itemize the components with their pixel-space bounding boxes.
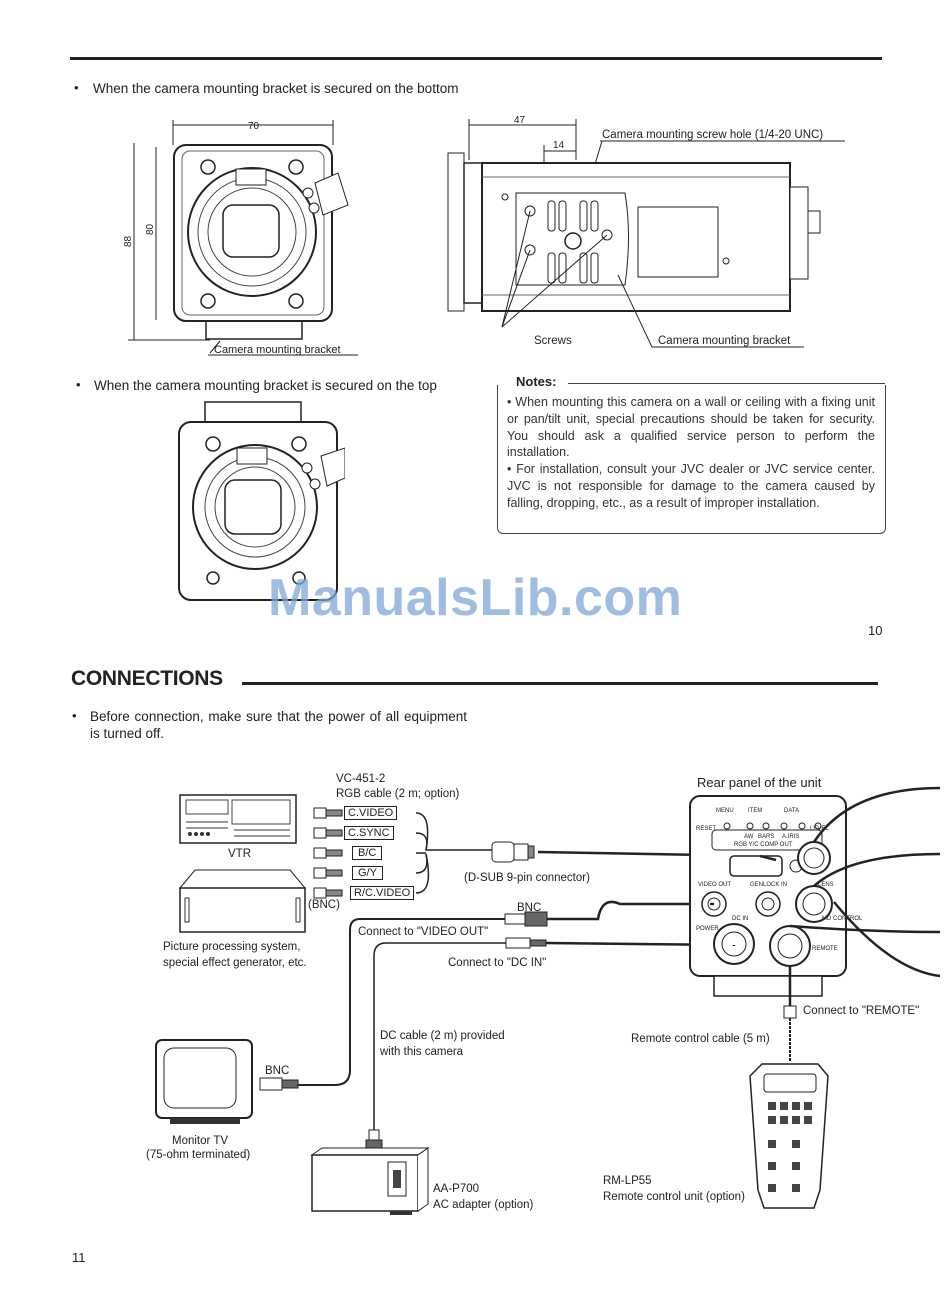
note-item: • When mounting this camera on a wall or…: [507, 395, 875, 460]
top-rule: [70, 57, 882, 60]
bnc-connector: [504, 911, 548, 927]
connections-title-rule: [242, 682, 878, 685]
bnc-label-monitor: BNC: [265, 1065, 290, 1077]
panel-label-level: LEVEL: [810, 826, 829, 832]
panel-label-item: ITEM: [748, 808, 762, 814]
panel-label-md: MD CONTROL: [822, 916, 863, 922]
panel-label-menu: MENU: [716, 808, 734, 814]
plug-label-rcvideo: R/C.VIDEO: [350, 886, 415, 900]
connections-title: CONNECTIONS: [71, 667, 223, 690]
bullet-dot: •: [74, 80, 79, 95]
panel-label-lens: LENS: [818, 882, 834, 888]
vtr-icon: [179, 794, 297, 844]
panel-label-aw: AW: [744, 834, 754, 840]
cable-desc: RGB cable (2 m; option): [336, 788, 460, 800]
picture-system-line1: Picture processing system,: [163, 941, 301, 953]
panel-label-airis: A.IRIS: [782, 834, 799, 840]
monitor-tv-icon: [155, 1039, 253, 1124]
monitor-label-line1: Monitor TV: [172, 1135, 229, 1147]
front-view-top-bracket: [178, 401, 345, 601]
rgb-cable-plugs: [313, 807, 343, 899]
panel-label-bars: BARS: [758, 834, 774, 840]
dim-88: 88: [123, 235, 134, 247]
plug-label-csync: C.SYNC: [344, 826, 394, 840]
dim-80: 80: [145, 223, 156, 235]
panel-label-video-out: VIDEO OUT: [698, 882, 731, 888]
note-item: • For installation, consult your JVC dea…: [507, 462, 875, 510]
cable-name: VC-451-2: [336, 773, 386, 785]
dc-cable-line2: with this camera: [380, 1046, 464, 1058]
dim-70: 70: [248, 121, 260, 132]
remote-cable-label: Remote control cable (5 m): [631, 1033, 770, 1045]
ac-adapter-icon: [310, 1147, 430, 1215]
dim-14: 14: [553, 140, 565, 151]
dc-cable-line1: DC cable (2 m) provided: [380, 1030, 505, 1042]
connect-video-out: Connect to "VIDEO OUT": [358, 926, 489, 938]
notes-box: Notes: • When mounting this camera on a …: [497, 374, 886, 534]
side-bracket-label: Camera mounting bracket: [658, 335, 791, 347]
rear-panel-title: Rear panel of the unit: [697, 775, 822, 790]
panel-label-rgb: RGB Y/C COMP OUT: [734, 842, 793, 848]
bullet-dot: •: [76, 377, 81, 392]
dsub-label: (D-SUB 9-pin connector): [464, 872, 590, 884]
bullet-bottom-mount: • When the camera mounting bracket is se…: [74, 80, 469, 97]
page-number-top: 10: [868, 623, 883, 638]
watermark: ManualsLib.com: [268, 569, 683, 627]
panel-label-data: DATA: [784, 808, 799, 814]
remote-unit-desc: Remote control unit (option): [603, 1191, 745, 1203]
side-view: 47 14 Camera mounting screw hole (1/4-20…: [447, 115, 845, 348]
vtr-label: VTR: [228, 848, 251, 860]
monitor-label-line2: (75-ohm terminated): [146, 1149, 251, 1161]
plug-label-bc: B/C: [352, 846, 383, 860]
bullet-dot: •: [72, 708, 77, 723]
notes-title: Notes:: [512, 374, 561, 389]
note-text: When mounting this camera on a wall or c…: [507, 395, 875, 460]
picture-processing-icon: [178, 869, 307, 933]
panel-label-remote: REMOTE: [812, 946, 838, 952]
screws-label: Screws: [534, 335, 572, 347]
remote-unit-icon: [749, 1063, 829, 1209]
bullet-top-text: When the camera mounting bracket is secu…: [94, 378, 437, 393]
picture-system-line2: special effect generator, etc.: [163, 957, 307, 969]
front-bracket-label: Camera mounting bracket: [214, 344, 341, 356]
rear-panel-icon: MENU ITEM DATA RESET AW BARS A.IRIS LEVE…: [689, 795, 863, 997]
panel-label-reset: RESET: [696, 826, 716, 832]
adapter-model: AA-P700: [433, 1183, 480, 1195]
panel-label-power: POWER: [696, 926, 719, 932]
page-number-bottom: 11: [72, 1250, 86, 1265]
dc-plug: [505, 937, 547, 949]
bullet-top-mount: • When the camera mounting bracket is se…: [76, 377, 476, 394]
connection-diagram: MENU ITEM DATA RESET AW BARS A.IRIS LEVE…: [155, 786, 941, 1215]
screw-hole-label: Camera mounting screw hole (1/4-20 UNC): [602, 129, 823, 141]
connect-dc-in: Connect to "DC IN": [448, 957, 547, 969]
bullet-bottom-text: When the camera mounting bracket is secu…: [93, 81, 459, 96]
note-text: For installation, consult your JVC deale…: [507, 462, 875, 510]
panel-label-genlock: GENLOCK IN: [750, 882, 787, 888]
bnc-label: BNC: [517, 902, 542, 914]
dim-47: 47: [514, 115, 526, 126]
remote-unit-model: RM-LP55: [603, 1175, 652, 1187]
adapter-desc: AC adapter (option): [433, 1199, 534, 1211]
plug-label-cvideo: C.VIDEO: [344, 806, 398, 820]
notes-rule: [568, 383, 885, 384]
dsub-connector: [491, 841, 535, 863]
connect-remote: Connect to "REMOTE": [803, 1005, 920, 1017]
connections-intro-text: Before connection, make sure that the po…: [90, 709, 467, 741]
plug-label-gy: G/Y: [352, 866, 383, 880]
connections-intro: • Before connection, make sure that the …: [72, 708, 467, 742]
front-view-bottom-bracket: 70 88 80 Camera mounting bracket: [123, 120, 358, 356]
bnc-note: (BNC): [308, 899, 340, 911]
panel-label-dc-in: DC IN: [732, 916, 748, 922]
